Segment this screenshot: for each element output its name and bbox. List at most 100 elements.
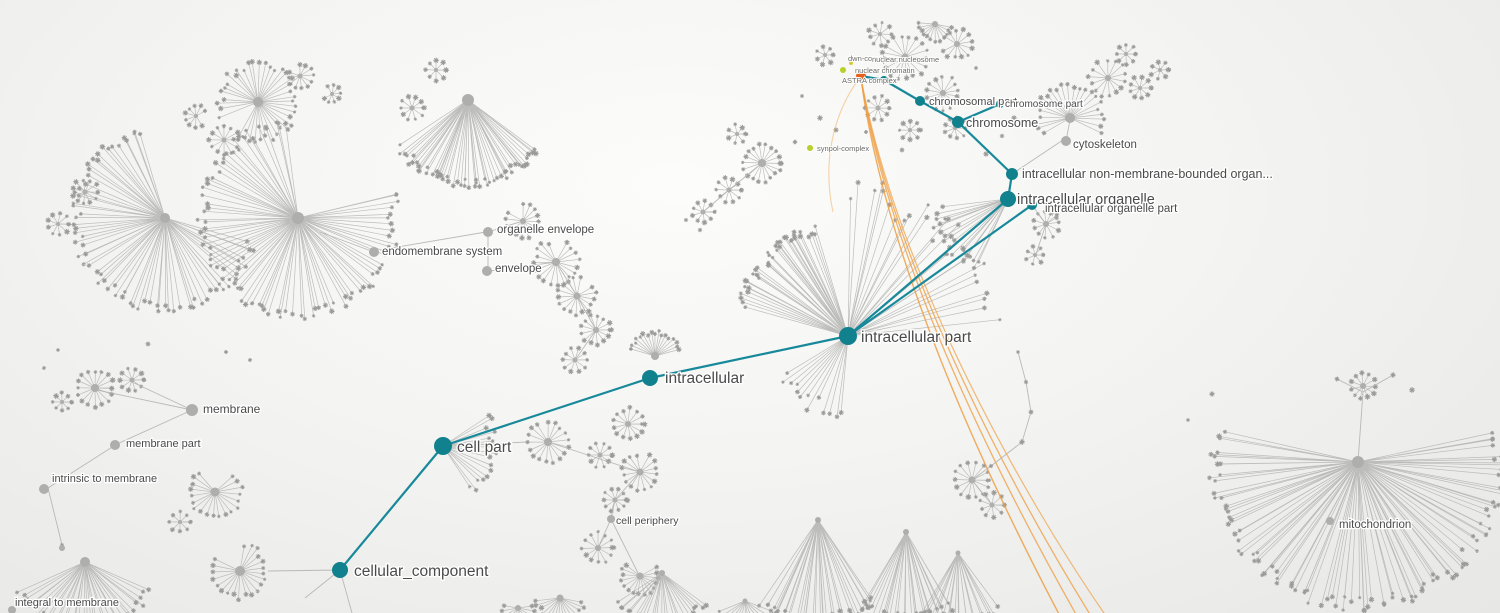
cluster-hub-node[interactable] [60, 400, 64, 404]
cluster-hub-node[interactable] [932, 21, 938, 27]
leaf-term-icon [641, 486, 648, 493]
go-term-node-gray[interactable] [59, 545, 65, 551]
cluster-hub-node[interactable] [1360, 383, 1366, 389]
cluster-hub-node[interactable] [409, 105, 415, 111]
leaf-term-icon [232, 476, 242, 486]
cluster-hub-node[interactable] [815, 517, 821, 523]
cluster-hub-node[interactable] [940, 90, 946, 96]
leaf-term-icon [577, 322, 585, 330]
node-chromosome[interactable] [952, 116, 964, 128]
cluster-hub-node[interactable] [178, 520, 182, 524]
highlight-node-2[interactable] [807, 145, 813, 151]
cluster-hub-node[interactable] [82, 189, 88, 195]
node-chromatin-junction[interactable] [880, 76, 888, 84]
cluster-hub-node[interactable] [954, 41, 960, 47]
leaf-term-icon [632, 431, 642, 441]
cluster-hub-node[interactable] [1105, 75, 1111, 81]
node-cellular-component[interactable] [332, 562, 348, 578]
go-term-node-gray[interactable] [482, 266, 492, 276]
go-term-node-gray[interactable] [1061, 136, 1071, 146]
cluster-hub-node[interactable] [80, 557, 90, 567]
cluster-hub-node[interactable] [1138, 86, 1142, 90]
leaf-term-icon [208, 567, 217, 576]
leaf-term-icon [257, 136, 264, 143]
cluster-hub-node[interactable] [875, 105, 881, 111]
node-intracellular-non-membrane-bounded-organelle[interactable] [1006, 168, 1018, 180]
leaf-term-icon [81, 249, 90, 259]
cluster-hub-node[interactable] [625, 421, 631, 427]
node-chromosomal-part[interactable] [915, 96, 925, 106]
selected-term-node[interactable] [856, 71, 866, 81]
go-term-node-gray[interactable] [186, 404, 198, 416]
leaf-term-icon [567, 308, 574, 315]
cluster-hub-node[interactable] [253, 97, 263, 107]
cluster-hub-node[interactable] [823, 53, 827, 57]
node-intracellular[interactable] [642, 370, 658, 386]
cluster-hub-node[interactable] [1124, 52, 1128, 56]
cluster-hub-node[interactable] [659, 570, 665, 576]
cluster-hub-node[interactable] [651, 352, 659, 360]
cluster-hub-node[interactable] [735, 132, 739, 136]
leaf-term-icon [731, 121, 739, 128]
cluster-hub-node[interactable] [1065, 113, 1075, 123]
node-intracellular-organelle-part[interactable] [1027, 200, 1037, 210]
go-term-node-gray[interactable] [39, 484, 49, 494]
leaf-term-icon [1127, 81, 1135, 88]
cluster-hub-node[interactable] [901, 53, 909, 61]
leaf-term-icon [805, 392, 811, 399]
go-term-node-gray[interactable] [483, 227, 493, 237]
leaf-term-icon [503, 175, 510, 182]
cluster-hub-node[interactable] [903, 529, 909, 535]
leaf-term-icon [287, 88, 294, 95]
cluster-hub-node[interactable] [1158, 68, 1162, 72]
node-cell-part[interactable] [434, 437, 452, 455]
leaf-term-icon [699, 217, 710, 228]
go-term-node-gray[interactable] [369, 247, 379, 257]
go-term-node-gray[interactable] [1326, 517, 1334, 525]
cluster-hub-node[interactable] [597, 452, 603, 458]
cluster-hub-node[interactable] [160, 213, 170, 223]
leaf-term-icon [429, 171, 436, 178]
cluster-hub-node[interactable] [91, 384, 99, 392]
node-intracellular-part[interactable] [839, 327, 857, 345]
highlight-node-3[interactable] [849, 61, 853, 65]
cluster-hub-node[interactable] [742, 598, 748, 604]
leaf-term-icon [1031, 225, 1038, 231]
cluster-hub-node[interactable] [330, 92, 334, 96]
cluster-hub-node[interactable] [462, 94, 474, 106]
go-cluster [204, 122, 243, 159]
leaf-term-icon [180, 108, 190, 118]
cluster-hub-node[interactable] [878, 32, 882, 36]
cluster-hub-node[interactable] [221, 137, 227, 143]
cluster-hub-node[interactable] [636, 572, 644, 580]
go-term-node-gray[interactable] [8, 606, 16, 613]
cluster-hub-node[interactable] [194, 114, 198, 118]
cluster-hub-node[interactable] [297, 73, 303, 79]
go-term-label: intrinsic to membrane [52, 473, 157, 485]
go-term-label: endomembrane system [382, 246, 502, 258]
go-term-node-gray[interactable] [607, 515, 615, 523]
leaf-term-icon [255, 123, 263, 130]
cluster-hub-node[interactable] [210, 487, 220, 497]
highlight-node-1[interactable] [840, 67, 846, 73]
cluster-hub-node[interactable] [434, 68, 438, 72]
leaf-term-icon [486, 466, 495, 475]
cluster-hub-node[interactable] [515, 605, 521, 611]
cluster-hub-node[interactable] [129, 377, 135, 383]
node-intracellular-organelle[interactable] [1000, 191, 1016, 207]
leaf-term-icon [798, 92, 806, 100]
cluster-hub-node[interactable] [235, 566, 245, 576]
node-chromosome-part[interactable] [996, 100, 1004, 108]
cluster-hub-node[interactable] [56, 222, 60, 226]
leaf-term-icon [619, 566, 625, 572]
cluster-hub-node[interactable] [292, 212, 304, 224]
go-term-node-gray[interactable] [110, 440, 120, 450]
cluster-hub-node[interactable] [908, 128, 912, 132]
leaf-term-icon [972, 459, 980, 466]
leaf-term-icon [260, 570, 267, 577]
go-cluster [1127, 73, 1155, 102]
cluster-hub-node[interactable] [556, 594, 564, 602]
cluster-hub-node[interactable] [955, 550, 961, 556]
